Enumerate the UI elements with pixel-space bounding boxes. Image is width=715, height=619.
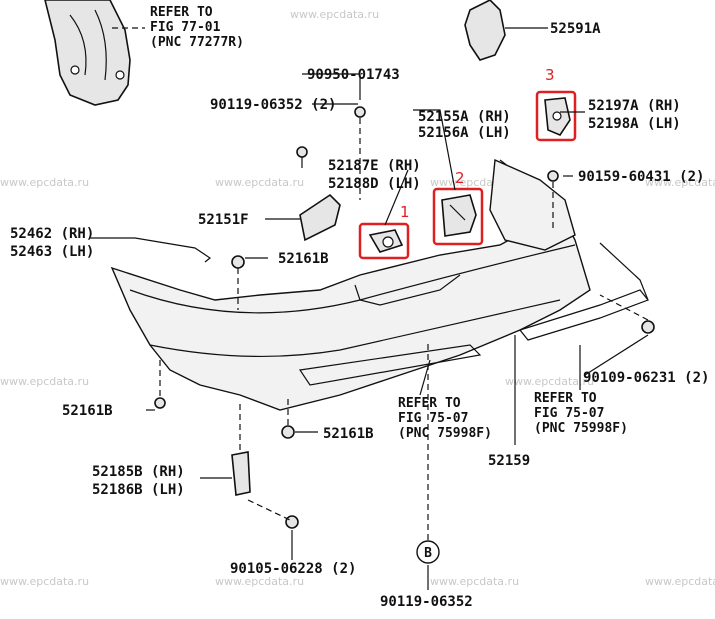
- label-90119-bottom: 90119-06352: [380, 594, 473, 610]
- highlight-box-1: [358, 222, 410, 260]
- label-90159: 90159-60431 (2): [578, 169, 704, 185]
- label-52591a: 52591A: [550, 21, 601, 37]
- label-refer-77-line1: REFER TO: [150, 5, 213, 20]
- label-52188d: 52188D (LH): [328, 176, 421, 192]
- watermark: www.epcdata.ru: [645, 575, 715, 588]
- leader-lines: [146, 73, 649, 560]
- highlight-box-2: [432, 187, 484, 246]
- label-52197a: 52197A (RH): [588, 98, 681, 114]
- part-52591a: [464, 0, 548, 61]
- label-52185b: 52185B (RH): [92, 464, 185, 480]
- label-52187e: 52187E (RH): [328, 158, 421, 174]
- label-52161b-upper: 52161B: [278, 251, 329, 267]
- label-52151f: 52151F: [198, 212, 249, 228]
- watermark: www.epcdata.ru: [0, 575, 89, 588]
- watermark: www.epcdata.ru: [645, 176, 715, 189]
- watermark: www.epcdata.ru: [0, 176, 89, 189]
- label-52186b: 52186B (LH): [92, 482, 185, 498]
- label-refer-75-left-line2: FIG 75-07: [398, 411, 468, 426]
- label-52462: 52462 (RH): [10, 226, 94, 242]
- fasteners: [154, 106, 655, 590]
- part-52197a: [544, 97, 571, 136]
- label-52155a: 52155A (RH): [418, 109, 511, 125]
- watermark: www.epcdata.ru: [505, 375, 594, 388]
- label-52161b-lower: 52161B: [323, 426, 374, 442]
- part-52151f: [265, 193, 341, 242]
- label-90109: 90109-06231 (2): [583, 370, 709, 386]
- watermark: www.epcdata.ru: [215, 575, 304, 588]
- watermark: www.epcdata.ru: [0, 375, 89, 388]
- label-refer-75-right-line1: REFER TO: [534, 391, 597, 406]
- callout-1: 1: [400, 203, 410, 221]
- reference-circle-b: [416, 540, 440, 564]
- label-52159: 52159: [488, 453, 530, 469]
- label-90950: 90950-01743: [307, 67, 400, 83]
- callout-3: 3: [545, 66, 555, 84]
- label-52198a: 52198A (LH): [588, 116, 681, 132]
- label-90119-top: 90119-06352 (2): [210, 97, 336, 113]
- watermark: www.epcdata.ru: [430, 575, 519, 588]
- label-refer-75-left-line3: (PNC 75998F): [398, 426, 492, 441]
- reference-circle-b-label: B: [424, 546, 432, 561]
- label-90105: 90105-06228 (2): [230, 561, 356, 577]
- label-52161b-left: 52161B: [62, 403, 113, 419]
- part-52187e: [368, 229, 404, 253]
- label-refer-75-right-line3: (PNC 75998F): [534, 421, 628, 436]
- watermark: www.epcdata.ru: [215, 176, 304, 189]
- part-52462: [134, 237, 212, 263]
- label-refer-75-left-line1: REFER TO: [398, 396, 461, 411]
- part-52155a: [441, 194, 477, 237]
- bumper-cover-part: [110, 158, 649, 411]
- label-refer-75-right-line2: FIG 75-07: [534, 406, 604, 421]
- label-refer-77-line3: (PNC 77277R): [150, 35, 244, 50]
- label-52463: 52463 (LH): [10, 244, 94, 260]
- fender-liner-part: [44, 0, 145, 106]
- watermark: www.epcdata.ru: [290, 8, 379, 21]
- highlight-box-3: [535, 90, 577, 142]
- label-refer-77-line2: FIG 77-01: [150, 20, 221, 35]
- label-52156a: 52156A (LH): [418, 125, 511, 141]
- callout-2: 2: [455, 169, 465, 187]
